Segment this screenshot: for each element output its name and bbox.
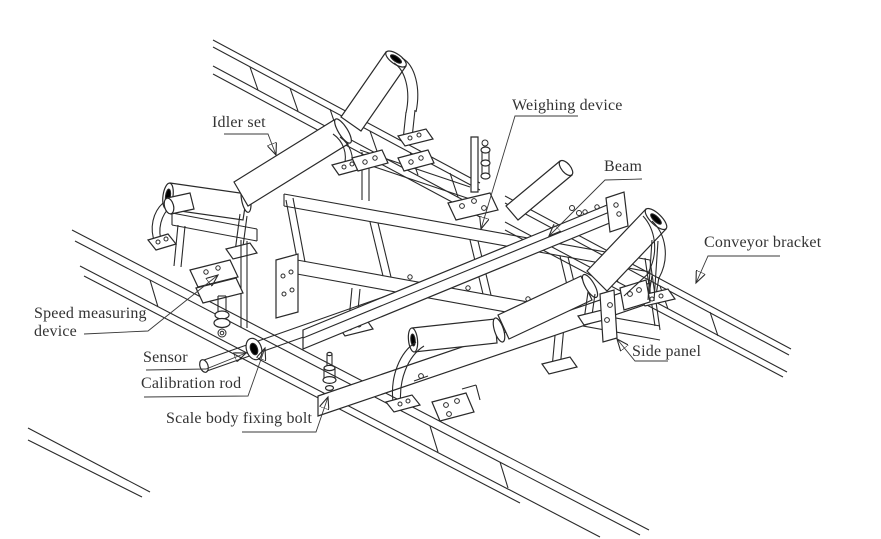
label-beam: Beam xyxy=(604,158,643,175)
mounting-bracket xyxy=(431,384,481,422)
label-calibration-rod: Calibration rod xyxy=(141,375,242,392)
leader-beam xyxy=(549,178,643,236)
label-sensor: Sensor xyxy=(143,349,188,366)
leader-speed-measuring-device xyxy=(83,275,218,335)
side-panel-plates xyxy=(599,239,659,343)
label-speed-measuring-device: Speed measuring device xyxy=(34,305,147,340)
rear-roller xyxy=(505,159,574,221)
leader-conveyor-bracket xyxy=(696,255,780,283)
leader-idler-set xyxy=(224,133,276,155)
speed-measuring-device-assembly xyxy=(163,192,258,338)
leader-side-panel xyxy=(617,339,668,362)
label-scale-body-fixing-bolt: Scale body fixing bolt xyxy=(166,410,313,427)
label-idler-set: Idler set xyxy=(212,114,266,131)
leader-sensor xyxy=(145,353,246,371)
leader-calibration-rod xyxy=(143,348,265,398)
leader-scale-body-fixing-bolt xyxy=(242,397,328,433)
label-weighing-device: Weighing device xyxy=(512,97,623,114)
leader-lines xyxy=(83,115,780,433)
upper-idler-set xyxy=(146,50,434,260)
near-conveyor-bracket xyxy=(27,229,650,538)
label-conveyor-bracket: Conveyor bracket xyxy=(704,234,822,251)
lower-idler-set xyxy=(384,207,677,413)
scale-body-fixing-bolt-part xyxy=(322,351,337,392)
weighing-device-assembly xyxy=(447,136,499,221)
label-side-panel: Side panel xyxy=(632,343,702,360)
leader-weighing-device xyxy=(481,115,578,229)
